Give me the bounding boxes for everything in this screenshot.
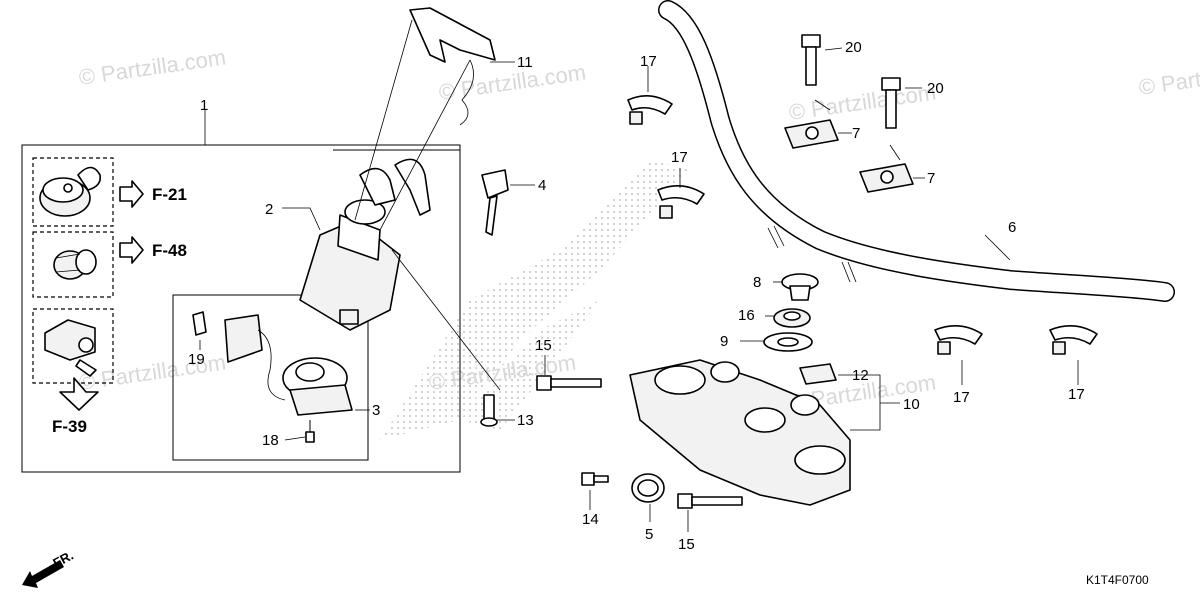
band-part xyxy=(631,473,665,503)
callout-9: 9 xyxy=(720,333,728,350)
screw-part xyxy=(305,420,315,443)
callout-17c: 17 xyxy=(953,389,970,406)
lock-cylinder-part xyxy=(224,314,353,416)
callout-17d: 17 xyxy=(1068,386,1085,403)
callout-numbers: 1 2 3 4 5 6 7 7 8 9 10 11 12 13 14 15 15… xyxy=(188,39,1085,553)
key-part xyxy=(481,169,509,236)
screw-part xyxy=(480,394,498,427)
bolt-part xyxy=(677,493,743,509)
watermark-text: © Partzilla.com xyxy=(77,350,227,395)
diagram-code: K1T4F0700 xyxy=(1086,573,1149,587)
seat-lock-part xyxy=(44,319,97,377)
callout-7a: 7 xyxy=(852,125,860,142)
top-bridge-part xyxy=(629,359,851,506)
callout-14: 14 xyxy=(582,511,599,528)
callout-17a: 17 xyxy=(640,53,657,70)
ref-arrow-icon xyxy=(59,180,144,411)
reference-f39[interactable]: F-39 xyxy=(52,417,87,436)
fuel-cap-part xyxy=(39,166,102,217)
callout-5: 5 xyxy=(645,526,653,543)
callout-7b: 7 xyxy=(927,170,935,187)
bolt-part xyxy=(801,34,901,129)
callout-8: 8 xyxy=(753,274,761,291)
callout-19: 19 xyxy=(188,351,205,368)
bracket-part xyxy=(409,7,496,126)
callout-3: 3 xyxy=(372,402,380,419)
callout-12: 12 xyxy=(852,367,869,384)
cable-clip-part xyxy=(627,95,1098,355)
callout-6: 6 xyxy=(1008,219,1016,236)
callout-17b: 17 xyxy=(671,149,688,166)
front-arrow-icon xyxy=(22,560,64,588)
stem-parts xyxy=(763,273,837,385)
watermark-text: © Partzilla.com xyxy=(77,45,227,90)
callout-20b: 20 xyxy=(927,80,944,97)
clip-part xyxy=(192,311,207,336)
reference-f21[interactable]: F-21 xyxy=(152,185,187,204)
grommet-part xyxy=(53,249,97,280)
bolt-part xyxy=(536,375,602,391)
callout-1: 1 xyxy=(200,97,208,114)
ignition-kit-group xyxy=(21,144,461,473)
watermark-text: © Partzilla.com xyxy=(1137,55,1200,100)
callout-15b: 15 xyxy=(678,536,695,553)
callout-13: 13 xyxy=(517,412,534,429)
callout-20a: 20 xyxy=(845,39,862,56)
callout-2: 2 xyxy=(265,201,273,218)
ignition-switch-part xyxy=(299,158,431,331)
callout-4: 4 xyxy=(538,177,546,194)
reference-f48[interactable]: F-48 xyxy=(152,241,187,260)
callout-16: 16 xyxy=(738,307,755,324)
callout-10: 10 xyxy=(903,396,920,413)
handlebar-part xyxy=(658,0,1175,302)
callout-15a: 15 xyxy=(535,337,552,354)
brand-wing-watermark xyxy=(380,160,690,440)
fuel-cap-box xyxy=(32,157,114,227)
grommet-box xyxy=(32,231,114,298)
watermark-text: © Partzilla.com xyxy=(437,60,587,105)
leader-lines xyxy=(199,47,1079,532)
callout-11: 11 xyxy=(517,54,533,71)
holder-part xyxy=(784,119,914,193)
callout-18: 18 xyxy=(262,432,279,449)
watermark-text: © Partzilla.com xyxy=(787,80,937,125)
bolt-part xyxy=(581,472,609,486)
